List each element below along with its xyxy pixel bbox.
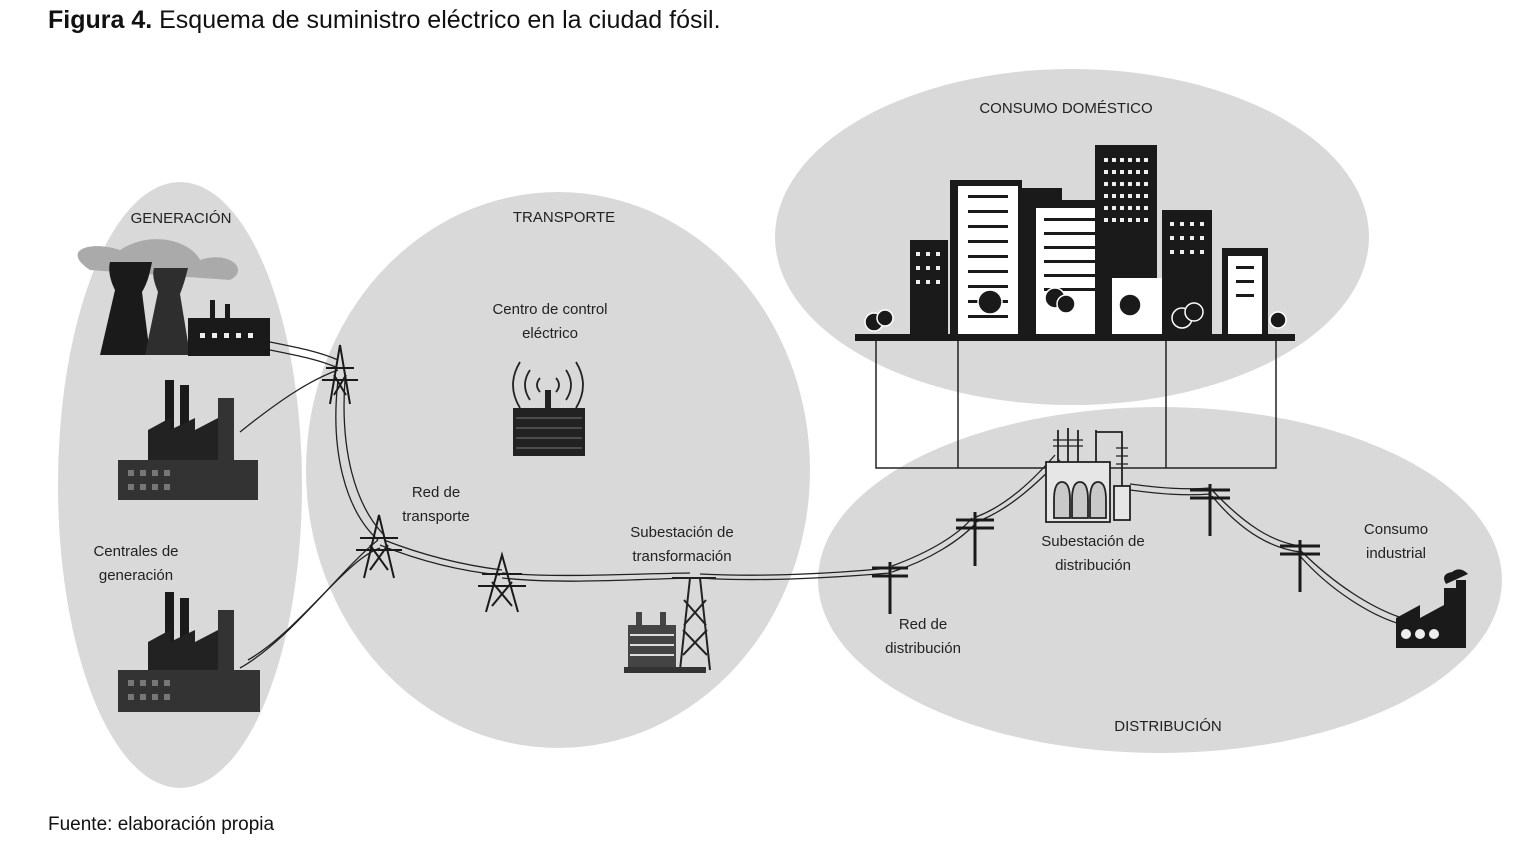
distribution-substation-icon [1045,428,1131,523]
label-subestacion-transformacion-line2: transformación [632,548,731,565]
transmission-tower-icon-1 [322,344,358,405]
transmission-tower-icon-3 [478,551,526,613]
power-lines [239,341,1403,669]
distribution-pole-icon-1 [872,562,908,614]
label-red-transporte-line1: Red de [412,484,460,501]
label-consumo-domestico: CONSUMO DOMÉSTICO [979,100,1152,117]
label-red-distribucion-line1: Red de [899,616,947,633]
label-red-distribucion-line2: distribución [885,640,961,657]
label-centrales-line1: Centrales de [93,543,178,560]
label-transporte: TRANSPORTE [513,209,615,226]
label-generacion: GENERACIÓN [131,210,232,227]
distribution-pole-icon-3 [1190,484,1230,536]
label-distribucion: DISTRIBUCIÓN [1114,718,1222,735]
figure-caption: Figura 4. Esquema de suministro eléctric… [48,6,721,35]
label-red-transporte-line2: transporte [402,508,470,525]
factory-icon-2 [118,592,260,712]
city-skyline-icon [855,145,1295,341]
distribution-pole-icon-2 [956,512,994,566]
figure-source: Fuente: elaboración propia [48,814,275,835]
power-plant-icon [77,239,270,356]
label-subestacion-distribucion-line1: Subestación de [1041,533,1144,550]
label-subestacion-distribucion-line2: distribución [1055,557,1131,574]
industrial-factory-icon [1396,569,1468,648]
zone-transporte [306,192,810,748]
figure-title: Esquema de suministro eléctrico en la ci… [152,6,721,34]
distribution-pole-icon-4 [1280,540,1320,592]
control-center-icon [512,361,585,456]
label-consumo-industrial-line2: industrial [1366,545,1426,562]
transmission-tower-icon-2 [356,514,402,579]
label-centro-control-line1: Centro de control [492,301,607,318]
label-subestacion-transformacion-line1: Subestación de [630,524,733,541]
label-centro-control-line2: eléctrico [522,325,578,342]
transformation-substation-icon [624,577,716,673]
zone-distribucion [818,407,1502,753]
label-centrales-line2: generación [99,567,173,584]
label-consumo-industrial-line1: Consumo [1364,521,1428,538]
figure-number: Figura 4. [48,6,153,34]
factory-icon-1 [118,380,258,500]
